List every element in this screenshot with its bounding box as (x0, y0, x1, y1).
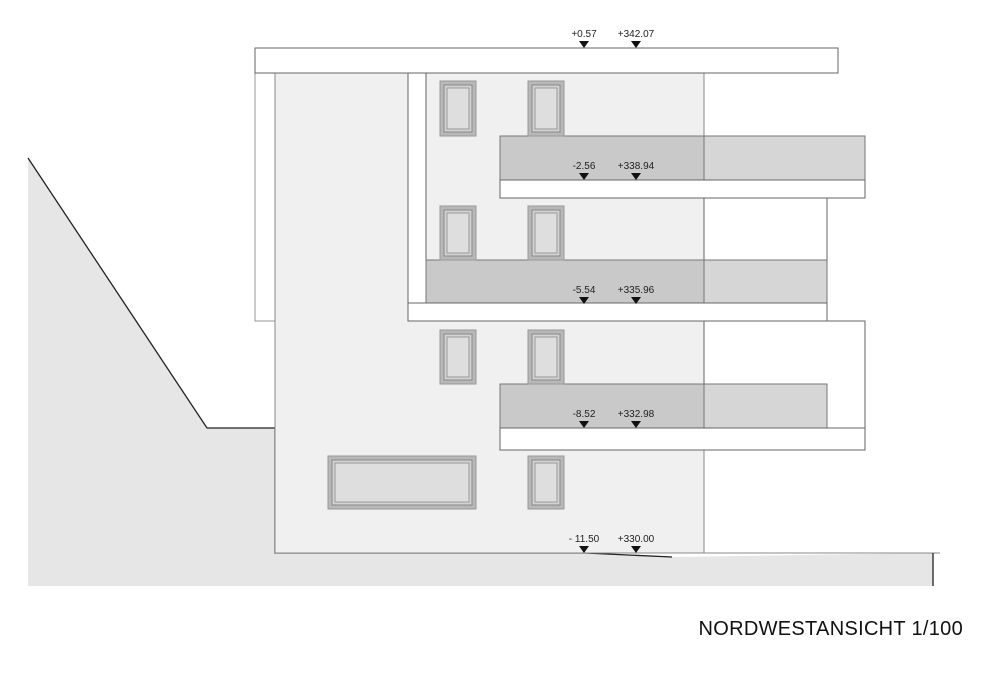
level-relative-label: -5.54 (573, 285, 596, 296)
level-markers: +0.57 +342.07 -2.56 +338.94 -5.54 +335.9… (569, 29, 655, 553)
level-triangle-icon (579, 297, 589, 304)
drawing-title: NORDWESTANSICHT 1/100 (698, 618, 963, 640)
left-wing-wall (254, 72, 276, 322)
window (527, 455, 565, 510)
level-absolute-label: +342.07 (618, 29, 655, 40)
balcony-2-front (425, 259, 705, 304)
balcony-1-side (703, 135, 866, 181)
window (527, 80, 565, 137)
level-relative-label: - 11.50 (569, 534, 600, 545)
level-relative-label: -8.52 (573, 409, 596, 420)
balcony-1-front (499, 135, 705, 181)
window (527, 329, 565, 385)
level-absolute-label: +338.94 (618, 161, 655, 172)
window (439, 205, 477, 261)
level-absolute-label: +332.98 (618, 409, 655, 420)
level-absolute-label: +335.96 (618, 285, 655, 296)
balconies (407, 135, 866, 451)
level-marker: -2.56 +338.94 (573, 161, 655, 180)
level-triangle-icon (631, 546, 641, 553)
roof-slab (254, 47, 839, 74)
level-marker: -5.54 +335.96 (573, 285, 655, 304)
level-triangle-icon (631, 41, 641, 48)
level-triangle-icon (579, 421, 589, 428)
window (527, 205, 565, 261)
balcony-3-front (499, 383, 705, 429)
level-triangle-icon (579, 546, 589, 553)
window (439, 80, 477, 137)
balcony-3-side (703, 383, 828, 429)
upper-volume-band (408, 73, 426, 321)
balcony-3-slab (499, 427, 866, 451)
level-triangle-icon (631, 297, 641, 304)
level-triangle-icon (631, 173, 641, 180)
terrain-fill (28, 158, 933, 586)
level-marker: +0.57 +342.07 (571, 29, 655, 48)
balcony-2-side (703, 259, 828, 304)
level-relative-label: +0.57 (571, 29, 597, 40)
balcony-2-slab (407, 302, 828, 322)
level-triangle-icon (579, 173, 589, 180)
level-triangle-icon (631, 421, 641, 428)
window-wide (327, 455, 477, 510)
level-triangle-icon (579, 41, 589, 48)
windows (327, 80, 565, 510)
level-relative-label: -2.56 (573, 161, 596, 172)
level-marker: -8.52 +332.98 (573, 409, 655, 428)
window (439, 329, 477, 385)
balcony-1-slab (499, 179, 866, 199)
level-marker: - 11.50 +330.00 (569, 534, 655, 553)
level-absolute-label: +330.00 (618, 534, 655, 545)
